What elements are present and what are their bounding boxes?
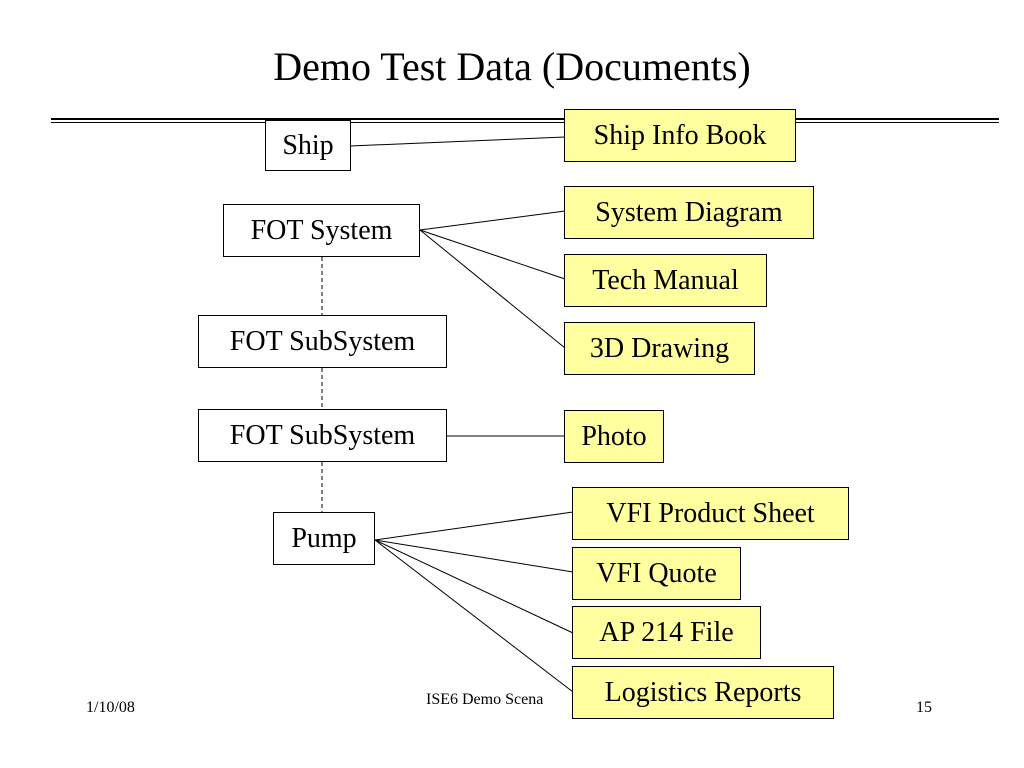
footer-page-number: 15 [916,699,932,716]
doc-vfi-product-sheet: VFI Product Sheet [572,487,849,540]
doc-photo: Photo [564,410,664,463]
link-pump-to-vfi-quote [374,539,574,573]
link-fot-system-to-system-diagram [419,210,566,231]
footer-presentation-title: ISE6 Demo Scena [426,691,544,708]
link-fot-system-to-tech-manual [419,229,566,280]
node-fot-subsystem-2: FOT SubSystem [198,409,447,462]
link-ship-to-ship-info-book [349,136,566,147]
doc-vfi-quote: VFI Quote [572,547,741,600]
title-rule-thick [51,118,999,120]
footer-date: 1/10/08 [86,699,135,716]
slide-title: Demo Test Data (Documents) [273,44,751,89]
doc-3d-drawing: 3D Drawing [564,322,755,375]
doc-tech-manual: Tech Manual [564,254,767,307]
node-ship: Ship [265,120,351,171]
node-fot-subsystem-1: FOT SubSystem [198,315,447,368]
link-pump-to-ap214-file [374,539,574,634]
node-pump: Pump [273,512,375,565]
doc-system-diagram: System Diagram [564,186,814,239]
link-fot-system-to-3d-drawing [419,229,566,349]
doc-ship-info-book: Ship Info Book [564,109,796,162]
title-rule-thin [51,122,999,123]
node-fot-system: FOT System [223,204,420,257]
doc-logistics-reports: Logistics Reports [572,666,834,719]
link-pump-to-vfi-product-sheet [374,511,574,541]
link-pump-to-logistics-reports [374,539,574,693]
doc-ap214-file: AP 214 File [572,606,761,659]
